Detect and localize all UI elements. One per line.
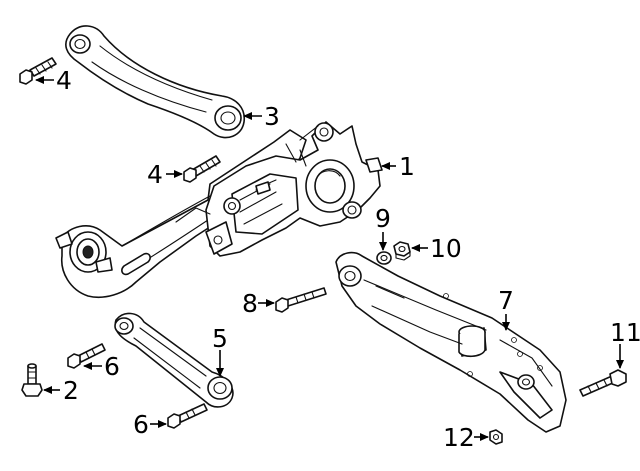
bolt-6-lower xyxy=(167,403,208,429)
callout-12: 12 xyxy=(443,423,475,452)
callout-4a: 4 xyxy=(56,66,72,95)
callout-3: 3 xyxy=(264,102,280,131)
callout-6b: 6 xyxy=(133,410,149,439)
bolt-6-upper xyxy=(67,343,106,369)
upper-control-arm xyxy=(65,25,246,139)
callout-9: 9 xyxy=(375,204,391,233)
callout-11: 11 xyxy=(610,318,640,347)
callouts: 1 2 3 4 4 5 6 6 7 8 9 10 11 xyxy=(35,66,640,452)
washer-9 xyxy=(376,251,392,265)
bolt-11 xyxy=(579,369,627,397)
callout-5: 5 xyxy=(212,324,228,353)
callout-6a: 6 xyxy=(104,352,120,381)
callout-2: 2 xyxy=(63,376,79,405)
lower-link xyxy=(114,312,234,408)
callout-1: 1 xyxy=(399,152,415,181)
callout-7: 7 xyxy=(498,286,514,315)
bolt-8 xyxy=(275,287,327,313)
callout-10: 10 xyxy=(430,234,462,263)
nut-12 xyxy=(489,429,503,445)
lower-control-arm xyxy=(335,251,567,433)
knuckle-assembly xyxy=(55,121,383,298)
callout-4b: 4 xyxy=(147,160,163,189)
bolt-4-upper xyxy=(19,57,57,85)
nut-10 xyxy=(393,241,411,261)
bolt-2 xyxy=(21,363,43,397)
callout-8: 8 xyxy=(242,289,258,318)
bolt-4-middle xyxy=(183,155,221,183)
